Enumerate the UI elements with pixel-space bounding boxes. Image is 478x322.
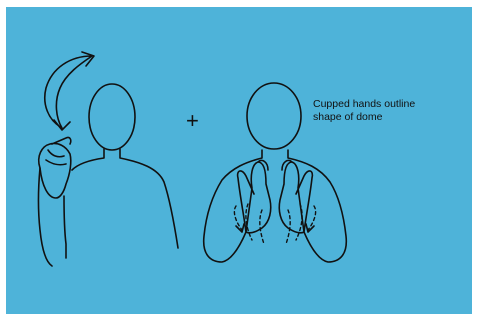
dome-arrowhead-left: [236, 224, 244, 232]
right-head: [247, 83, 301, 149]
left-signer: [39, 52, 179, 266]
plus-connector: +: [186, 110, 199, 132]
left-head: [89, 84, 135, 150]
dome-path-right-mid: [296, 204, 302, 240]
left-torso: [72, 149, 178, 248]
left-fist: [39, 137, 71, 198]
dome-caption: Cupped hands outline shape of dome: [313, 98, 433, 124]
circular-motion-arrow: [45, 56, 92, 128]
right-cupped-hand-left: [238, 160, 271, 232]
right-cupped-hand-right: [279, 160, 312, 232]
dome-arrowhead-right: [306, 224, 314, 232]
